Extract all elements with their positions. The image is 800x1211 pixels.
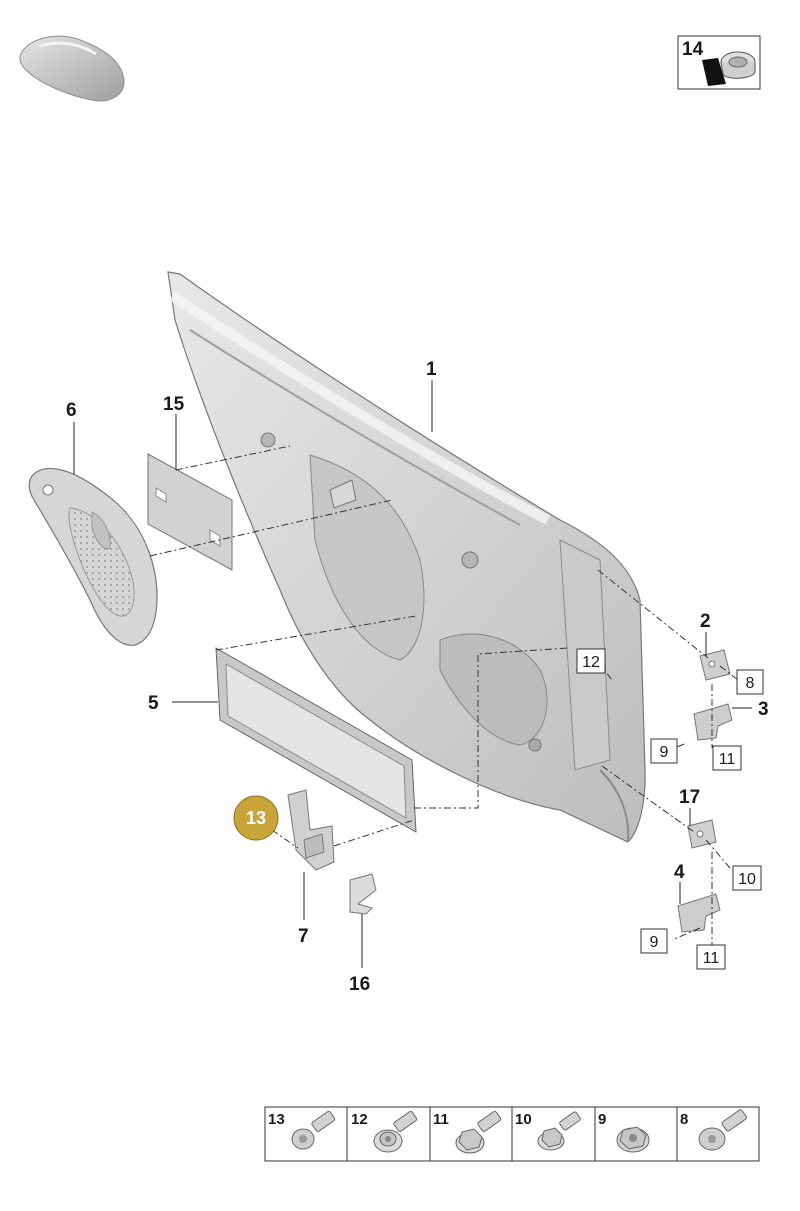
callout-14: 14 <box>682 39 704 60</box>
ref-9-upper: 9 <box>660 744 669 761</box>
ref-11-lower: 11 <box>703 950 720 967</box>
ref-box-9-upper[interactable]: 9 <box>650 738 678 764</box>
ref-10: 10 <box>738 871 756 888</box>
callout-13-highlight[interactable]: 13 <box>233 795 279 841</box>
car-silhouette-icon <box>19 35 125 102</box>
ref-box-11-upper[interactable]: 11 <box>712 745 742 771</box>
part-4-hinge-half[interactable] <box>677 893 721 933</box>
torx-flange-bolt-icon <box>698 1109 747 1151</box>
leader-lines <box>73 380 752 968</box>
hex-nut-icon <box>616 1126 650 1153</box>
part-5-panel[interactable] <box>215 647 417 833</box>
callout-15: 15 <box>163 394 185 415</box>
part-3-hinge-half[interactable] <box>693 703 733 741</box>
legend-cell-11[interactable]: 11 <box>433 1110 502 1154</box>
callout-6: 6 <box>66 400 77 421</box>
callout-labels: 1 6 15 5 2 3 17 4 7 16 <box>66 359 769 995</box>
legend-cell-10[interactable]: 10 <box>515 1111 581 1151</box>
legend-cell-8[interactable]: 8 <box>680 1109 747 1151</box>
ref-8: 8 <box>746 675 755 692</box>
callout-5: 5 <box>148 693 159 714</box>
ref-11-upper: 11 <box>719 751 736 768</box>
callout-16: 16 <box>349 974 370 995</box>
ref-box-9-lower[interactable]: 9 <box>640 928 668 954</box>
callout-7: 7 <box>298 926 309 947</box>
legend-num-9: 9 <box>598 1111 606 1128</box>
legend-num-8: 8 <box>680 1111 688 1128</box>
callout-3: 3 <box>758 699 769 720</box>
fastener-legend: 13 12 11 <box>264 1106 760 1162</box>
part-14-box[interactable]: 14 <box>677 35 761 90</box>
ref-box-11-lower[interactable]: 11 <box>696 944 726 970</box>
ref-box-12[interactable]: 12 <box>576 648 606 674</box>
legend-num-13: 13 <box>268 1111 285 1128</box>
part-7-bracket[interactable] <box>287 789 335 871</box>
callout-13: 13 <box>246 808 266 828</box>
torx-bolt-with-washer-icon <box>373 1110 418 1153</box>
callout-4: 4 <box>674 862 685 883</box>
part-17-lower-hinge[interactable] <box>687 819 717 849</box>
hex-flange-bolt-icon <box>537 1111 581 1151</box>
part-16-clip[interactable] <box>349 873 377 915</box>
ref-box-8[interactable]: 8 <box>736 669 764 695</box>
ref-box-10[interactable]: 10 <box>732 865 762 891</box>
legend-num-10: 10 <box>515 1111 532 1128</box>
torx-flange-bolt-icon <box>291 1110 336 1150</box>
callout-1: 1 <box>426 359 437 380</box>
callout-2: 2 <box>700 611 711 632</box>
assembly-lines <box>149 445 739 946</box>
legend-cell-9[interactable]: 9 <box>598 1111 650 1153</box>
legend-cell-12[interactable]: 12 <box>351 1110 418 1153</box>
part-2-upper-hinge[interactable] <box>699 649 731 681</box>
adhesive-tape-roll-icon <box>702 51 756 86</box>
hex-flange-bolt-icon <box>455 1110 502 1154</box>
ref-12: 12 <box>582 654 600 671</box>
legend-num-12: 12 <box>351 1111 368 1128</box>
part-6-seal[interactable] <box>28 467 158 646</box>
legend-num-11: 11 <box>433 1111 449 1128</box>
callout-17: 17 <box>679 787 700 808</box>
part-15-foil[interactable] <box>147 453 233 571</box>
legend-cell-13[interactable]: 13 <box>268 1110 336 1150</box>
ref-9-lower: 9 <box>650 934 659 951</box>
boxed-refs: 12 8 9 11 10 9 11 <box>576 648 764 970</box>
